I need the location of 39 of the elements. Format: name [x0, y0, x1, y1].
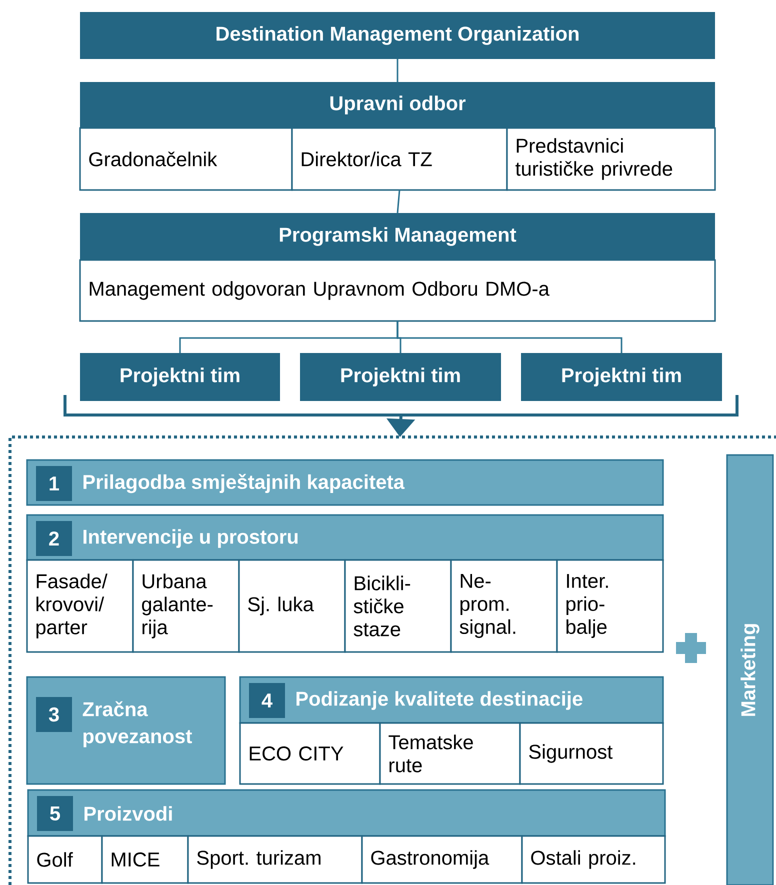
connector-line: [396, 321, 622, 353]
text-cell: Fasade/ krovovi/ parter: [26, 559, 134, 653]
header-box: Programski Management: [80, 213, 715, 260]
number-badge: 1: [36, 466, 72, 501]
header-box: Upravni odbor: [80, 82, 715, 128]
text-cell: Sj. luka: [238, 559, 346, 653]
number-badge: 4: [249, 683, 285, 718]
section-bar: 1 Prilagodba smještajnih kapaciteta: [26, 459, 664, 506]
text-cell: Golf: [27, 835, 103, 884]
header-box: Projektni tim: [300, 353, 501, 401]
connector-line: [396, 190, 400, 214]
text-cell: Direktor/ica TZ: [291, 127, 508, 191]
text-cell: Sigurnost: [519, 722, 664, 785]
number-badge: 5: [37, 796, 73, 831]
section-bar: 4 Podizanje kvalitete destinacije: [239, 676, 664, 724]
header-box: Projektni tim: [521, 353, 722, 401]
text-cell: Tematske rute: [379, 722, 521, 785]
number-badge: 3: [36, 697, 72, 732]
section-bar: 2 Intervencije u prostoru: [26, 514, 664, 561]
dotted-region: [8, 436, 776, 885]
text-cell: Bicikli- stičke staze: [344, 559, 452, 653]
text-cell: Urbana galante- rija: [132, 559, 240, 653]
text-cell: Inter. prio- balje: [556, 559, 664, 653]
text-cell: ECO CITY: [239, 722, 381, 785]
marketing-bar: Marketing: [726, 454, 774, 885]
text-cell: Ne- prom. signal.: [450, 559, 558, 653]
text-cell: Gradonačelnik: [79, 127, 293, 191]
number-badge: 2: [36, 521, 72, 556]
header-box: Projektni tim: [80, 353, 280, 401]
bracket: [64, 395, 738, 416]
section-box: 3 Zračna povezanost: [26, 676, 226, 785]
section-bar: 5 Proizvodi: [27, 789, 666, 837]
header-box: Destination Management Organization: [80, 12, 715, 59]
text-cell: Management odgovoran Upravnom Odboru DMO-a: [79, 259, 716, 322]
text-cell: Ostali proiz.: [521, 835, 666, 884]
connector-line: [396, 59, 398, 82]
text-cell: Gastronomija: [361, 835, 523, 884]
text-cell: MICE: [101, 835, 189, 884]
text-cell: Predstavnici turističke privrede: [506, 127, 716, 191]
